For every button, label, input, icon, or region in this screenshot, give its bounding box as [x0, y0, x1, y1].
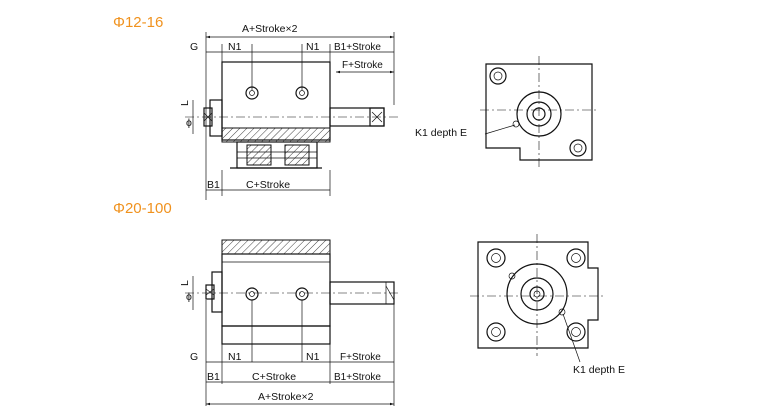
bottom-side-view: ϕ L G N1 N1 F+Stroke B1 C+Stroke B1+Stro… [179, 239, 398, 406]
top-side-view: A+Stroke×2 G N1 N1 B1+Stroke F+Stroke [179, 23, 398, 200]
top-end-view: K1 depth E [415, 56, 598, 168]
bottom-dim-b1: B1 [207, 371, 220, 383]
bottom-dim-overall: A+Stroke×2 [258, 391, 314, 403]
bottom-dim-g: G [190, 351, 198, 363]
bottom-dim-n1-left: N1 [228, 351, 242, 363]
top-dim-overall: A+Stroke×2 [242, 23, 298, 35]
top-series-label: Φ12-16 [113, 14, 163, 31]
bottom-dim-f-stroke: F+Stroke [340, 352, 381, 363]
bottom-dim-b1-stroke: B1+Stroke [334, 372, 381, 383]
top-dim-n1-left: N1 [228, 41, 242, 53]
top-series-group: Φ12-16 A+Stroke×2 G N1 N1 B1+Stroke F+St… [113, 14, 598, 200]
top-dim-n1-right: N1 [306, 41, 320, 53]
bottom-dim-n1-right: N1 [306, 351, 320, 363]
top-dim-b1: B1 [207, 179, 220, 191]
top-dim-f-stroke: F+Stroke [342, 60, 383, 71]
bottom-dim-l: L [179, 280, 191, 286]
top-dim-g: G [190, 41, 198, 53]
bottom-end-view: K1 depth E [470, 234, 625, 376]
bottom-callout: K1 depth E [573, 364, 625, 376]
bottom-series-group: Φ20-100 ϕ L [113, 200, 625, 406]
top-dim-l: L [179, 100, 191, 106]
top-dim-c-stroke: C+Stroke [246, 179, 290, 191]
bottom-series-label: Φ20-100 [113, 200, 172, 217]
top-dim-phi: ϕ [186, 117, 192, 129]
top-dim-b1-stroke: B1+Stroke [334, 42, 381, 53]
top-callout: K1 depth E [415, 127, 467, 139]
bottom-dim-phi: ϕ [186, 291, 192, 303]
bottom-dim-c-stroke: C+Stroke [252, 371, 296, 383]
